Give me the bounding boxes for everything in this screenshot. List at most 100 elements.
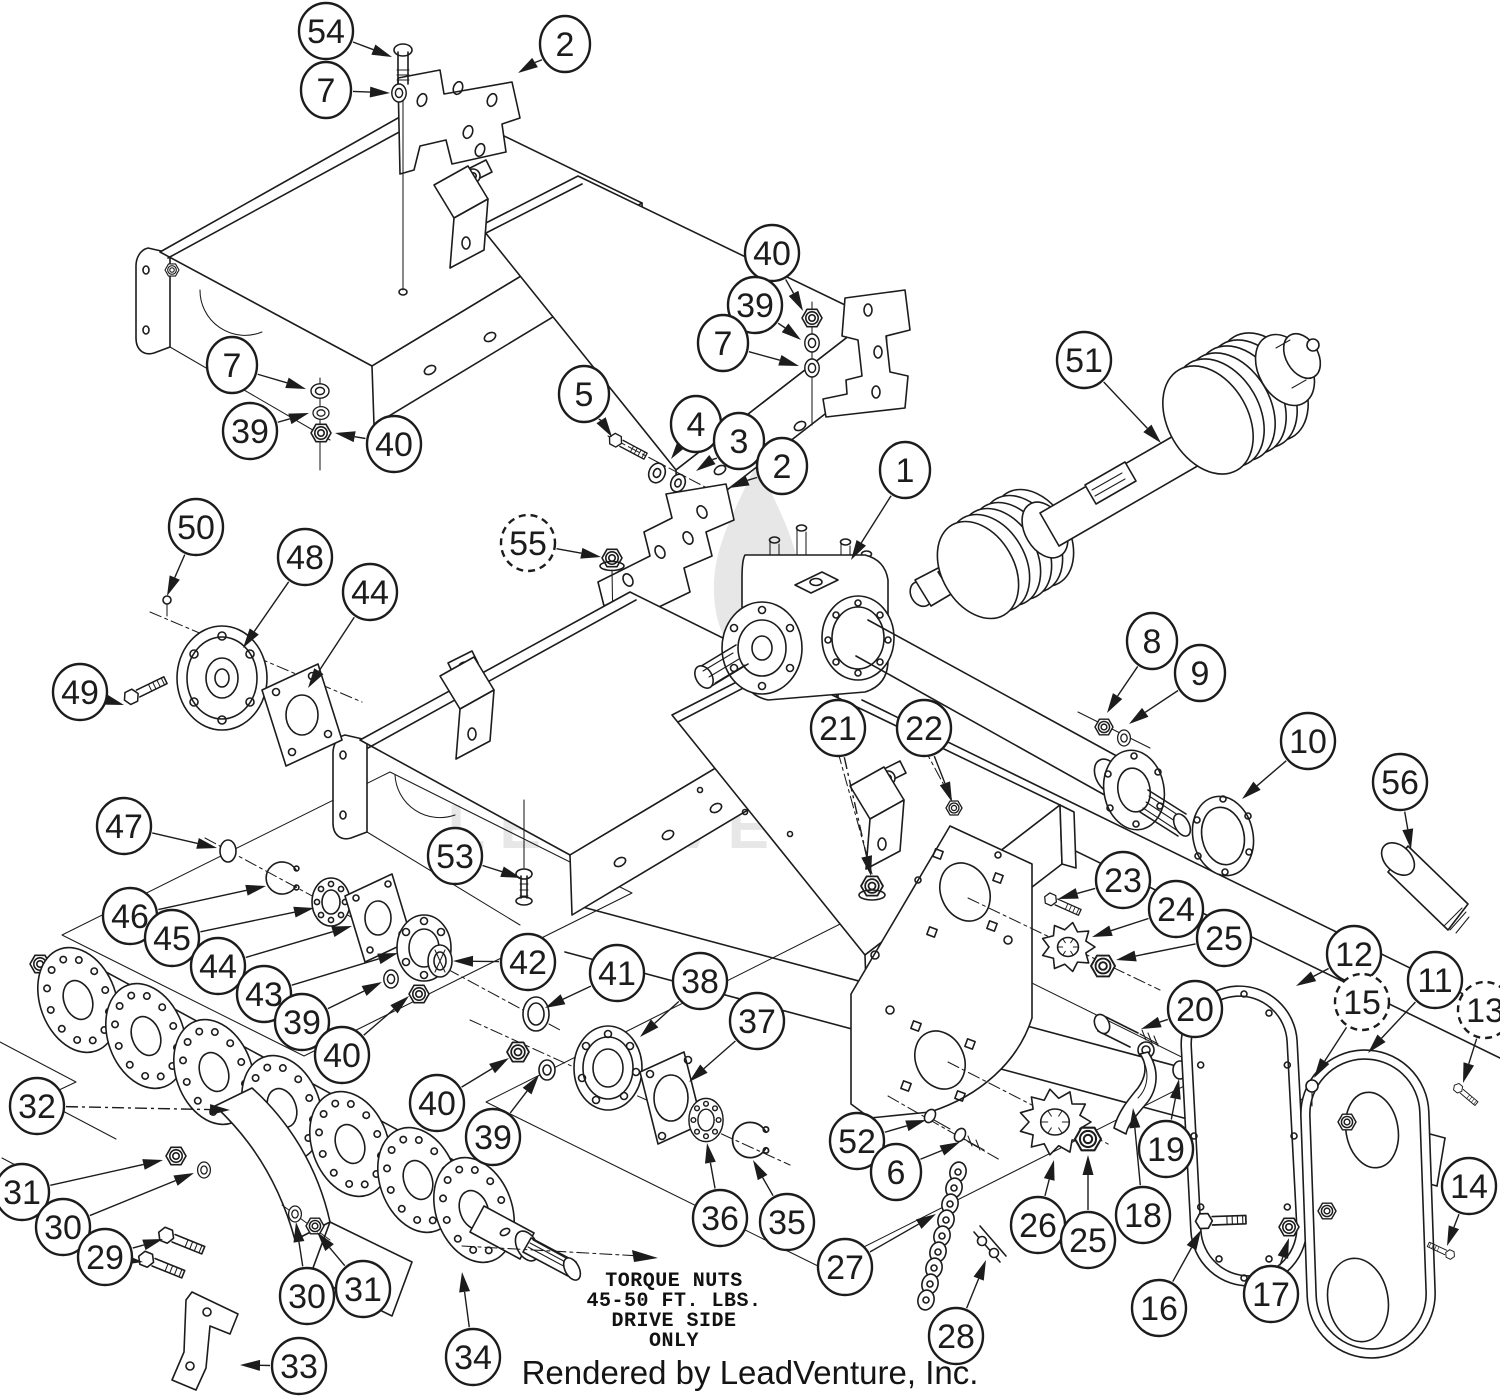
callout-27[interactable]: 27 [816,1214,936,1297]
callout-11[interactable]: 11 [1368,950,1464,1053]
callout-29[interactable]: 29 [76,1227,163,1287]
callout-39[interactable]: 39 [726,275,801,340]
callout-40[interactable]: 40 [335,414,423,474]
callout-7[interactable]: 7 [205,335,306,395]
callout-35[interactable]: 35 [753,1160,816,1252]
callout-34[interactable]: 34 [444,1272,502,1387]
callout-circle-40 [743,223,801,283]
callout-6[interactable]: 6 [869,1142,960,1202]
callout-circle-11 [1406,950,1464,1010]
callout-31[interactable]: 31 [0,1159,163,1222]
callout-26[interactable]: 26 [1009,1160,1067,1255]
svg-text:39: 39 [231,413,269,451]
callout-28[interactable]: 28 [927,1260,986,1366]
callout-36[interactable]: 36 [691,1143,749,1248]
callout-24[interactable]: 24 [1092,879,1205,939]
callout-2[interactable]: 2 [518,14,592,74]
callout-25[interactable]: 25 [1059,1155,1117,1270]
callout-30[interactable]: 30 [278,1222,336,1326]
callout-33[interactable]: 33 [240,1336,328,1396]
callout-48[interactable]: 48 [243,527,334,648]
callout-circle-49 [51,662,109,722]
callout-7[interactable]: 7 [299,60,390,120]
callout-39[interactable]: 39 [464,1075,539,1167]
svg-text:7: 7 [317,72,336,110]
svg-text:12: 12 [1335,936,1373,974]
callout-50[interactable]: 50 [167,497,225,596]
svg-text:53: 53 [436,838,474,876]
svg-text:31: 31 [344,1271,382,1309]
callout-37[interactable]: 37 [689,991,786,1082]
callout-2[interactable]: 2 [729,436,809,496]
callout-8[interactable]: 8 [1107,611,1179,713]
callout-31[interactable]: 31 [317,1232,392,1319]
callout-51[interactable]: 51 [1055,330,1161,443]
svg-text:40: 40 [323,1037,361,1075]
callout-circle-30 [278,1266,336,1326]
callout-16[interactable]: 16 [1130,1230,1201,1338]
svg-text:35: 35 [768,1204,806,1242]
callout-circle-1 [878,440,932,500]
svg-text:39: 39 [474,1119,512,1157]
callout-circle-39 [464,1107,522,1167]
callout-49[interactable]: 49 [51,662,124,722]
callout-13[interactable]: 13 [1456,980,1500,1083]
callout-41[interactable]: 41 [545,943,646,1008]
callout-40[interactable]: 40 [408,1058,509,1133]
callout-53[interactable]: 53 [426,826,521,886]
svg-text:39: 39 [736,287,774,325]
svg-text:36: 36 [701,1200,739,1238]
callout-56[interactable]: 56 [1371,752,1429,849]
svg-text:46: 46 [111,898,149,936]
callout-circle-5 [557,364,611,424]
callout-40[interactable]: 40 [313,996,409,1085]
svg-text:25: 25 [1069,1222,1107,1260]
callout-32[interactable]: 32 [8,1076,230,1136]
callout-circle-15 [1333,972,1391,1032]
callout-19[interactable]: 19 [1137,1079,1195,1179]
callout-18[interactable]: 18 [1114,1108,1172,1245]
callout-circle-21 [809,698,867,758]
callout-circle-39 [273,992,331,1052]
callout-5[interactable]: 5 [557,364,612,437]
callout-25[interactable]: 25 [1116,908,1253,968]
callout-3[interactable]: 3 [696,411,766,471]
callout-39[interactable]: 39 [273,982,382,1052]
svg-text:29: 29 [86,1239,124,1277]
callout-17[interactable]: 17 [1242,1238,1300,1324]
callout-38[interactable]: 38 [640,951,729,1037]
callout-55[interactable]: 55 [499,513,601,573]
callout-1[interactable]: 1 [851,440,932,560]
callout-44[interactable]: 44 [189,926,352,996]
callout-44[interactable]: 44 [308,562,399,688]
callout-54[interactable]: 54 [297,1,392,61]
svg-text:49: 49 [61,674,99,712]
callout-circle-28 [927,1306,985,1366]
callout-39[interactable]: 39 [221,401,309,461]
callout-22[interactable]: 22 [895,698,953,802]
callout-circle-34 [444,1327,502,1387]
callout-52[interactable]: 52 [828,1111,926,1171]
callout-47[interactable]: 47 [95,796,217,856]
callout-20[interactable]: 20 [1141,979,1224,1039]
callout-circle-54 [297,1,355,61]
callout-circle-22 [895,698,953,758]
callout-23[interactable]: 23 [1058,850,1152,910]
callout-42[interactable]: 42 [453,932,557,992]
callout-21[interactable]: 21 [809,698,873,876]
callout-circle-7 [696,313,750,373]
callout-30[interactable]: 30 [34,1173,194,1257]
callout-7[interactable]: 7 [696,313,799,373]
callout-45[interactable]: 45 [143,906,314,968]
svg-text:14: 14 [1450,1168,1488,1206]
callout-circle-30 [34,1197,92,1257]
callout-15[interactable]: 15 [1314,972,1391,1078]
svg-text:21: 21 [819,710,857,748]
callout-circle-3 [712,411,766,471]
callout-10[interactable]: 10 [1242,711,1337,799]
callout-40[interactable]: 40 [743,223,803,311]
svg-text:25: 25 [1205,920,1243,958]
callout-14[interactable]: 14 [1440,1156,1498,1246]
svg-text:2: 2 [556,26,575,64]
callout-9[interactable]: 9 [1129,643,1227,724]
